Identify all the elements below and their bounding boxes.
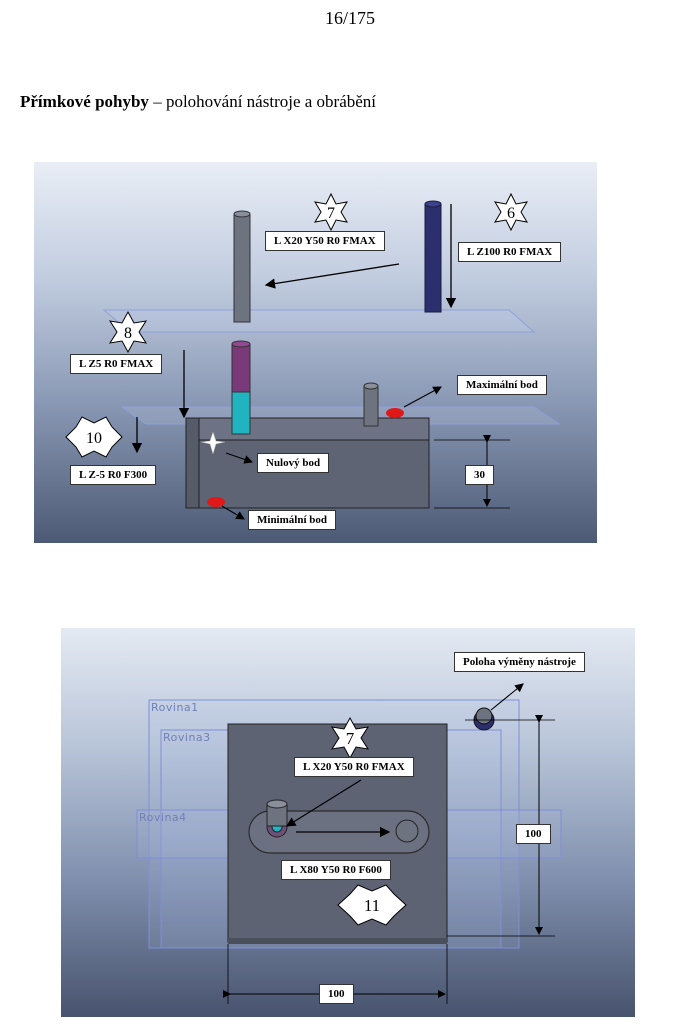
badge-10: 10 — [65, 416, 123, 458]
badge-11-text: 11 — [364, 896, 380, 915]
badge-11: 11 — [337, 884, 407, 926]
safety-plane-upper — [102, 309, 536, 333]
badge-7-text: 7 — [327, 205, 335, 222]
zero-point-star — [200, 431, 226, 455]
label-dim-100-vertical: 100 — [516, 824, 551, 844]
label-l7: L X20 Y50 R0 FMAX — [265, 231, 385, 251]
label-tool-change: Poloha výměny nástroje — [454, 652, 585, 672]
figure-tool-positioning-3d: 7 6 8 10 L X20 Y50 R0 FMAX L Z100 R0 FMA… — [34, 162, 597, 543]
badge-8-text: 8 — [124, 325, 132, 342]
badge-7: 7 — [314, 192, 348, 232]
arrow-move-7 — [285, 779, 362, 827]
figure1-drawing: 7 6 8 10 — [65, 192, 561, 520]
section-heading: Přímkové pohyby – polohování nástroje a … — [20, 92, 376, 112]
label-l7-fig2: L X20 Y50 R0 FMAX — [294, 757, 414, 777]
workpiece-top — [185, 417, 430, 441]
tool-cyan — [231, 391, 251, 435]
badge-6: 6 — [494, 192, 528, 232]
plane-label-rovina3: Rovina3 — [163, 731, 211, 744]
label-l8: L Z5 R0 FMAX — [70, 354, 163, 374]
badge-7-fig2-text: 7 — [346, 729, 355, 748]
tool-grey-small — [363, 385, 379, 427]
page-number: 16/175 — [324, 8, 375, 28]
badge-8: 8 — [108, 310, 148, 354]
arrow-max — [403, 386, 442, 408]
badge-10-text: 10 — [86, 430, 102, 447]
arrow-tool-change — [490, 683, 524, 711]
plane-label-rovina4: Rovina4 — [139, 811, 187, 824]
tool-purple — [231, 343, 251, 393]
label-l6: L Z100 R0 FMAX — [458, 242, 562, 262]
label-max-point: Maximální bod — [457, 375, 547, 395]
min-point-marker — [207, 497, 225, 507]
tool-end — [395, 819, 419, 843]
plane-label-rovina1: Rovina1 — [151, 701, 199, 714]
label-l11: L X80 Y50 R0 F600 — [281, 860, 391, 880]
workpiece-front — [185, 439, 430, 509]
heading-bold: Přímkové pohyby — [20, 92, 149, 111]
tool-blue — [424, 203, 442, 313]
heading-rest: – polohování nástroje a obrábění — [148, 92, 377, 111]
tool-grey-upper — [233, 213, 251, 323]
label-zero-point: Nulový bod — [257, 453, 330, 473]
arrow-move-7 — [264, 263, 400, 289]
max-point-marker — [386, 408, 404, 418]
workpiece-side — [185, 417, 200, 509]
label-dim-30: 30 — [465, 465, 494, 485]
figure-top-view-machining: 7 11 Rovina1 Rovina3 Rovina4 Poloha výmě… — [61, 628, 635, 1017]
label-dim-100-horizontal: 100 — [319, 984, 354, 1004]
arrow-zero — [225, 452, 254, 464]
badge-6-text: 6 — [507, 205, 515, 222]
label-l10: L Z-5 R0 F300 — [70, 465, 157, 485]
label-min-point: Minimální bod — [248, 510, 336, 530]
arrow-min — [221, 505, 245, 520]
